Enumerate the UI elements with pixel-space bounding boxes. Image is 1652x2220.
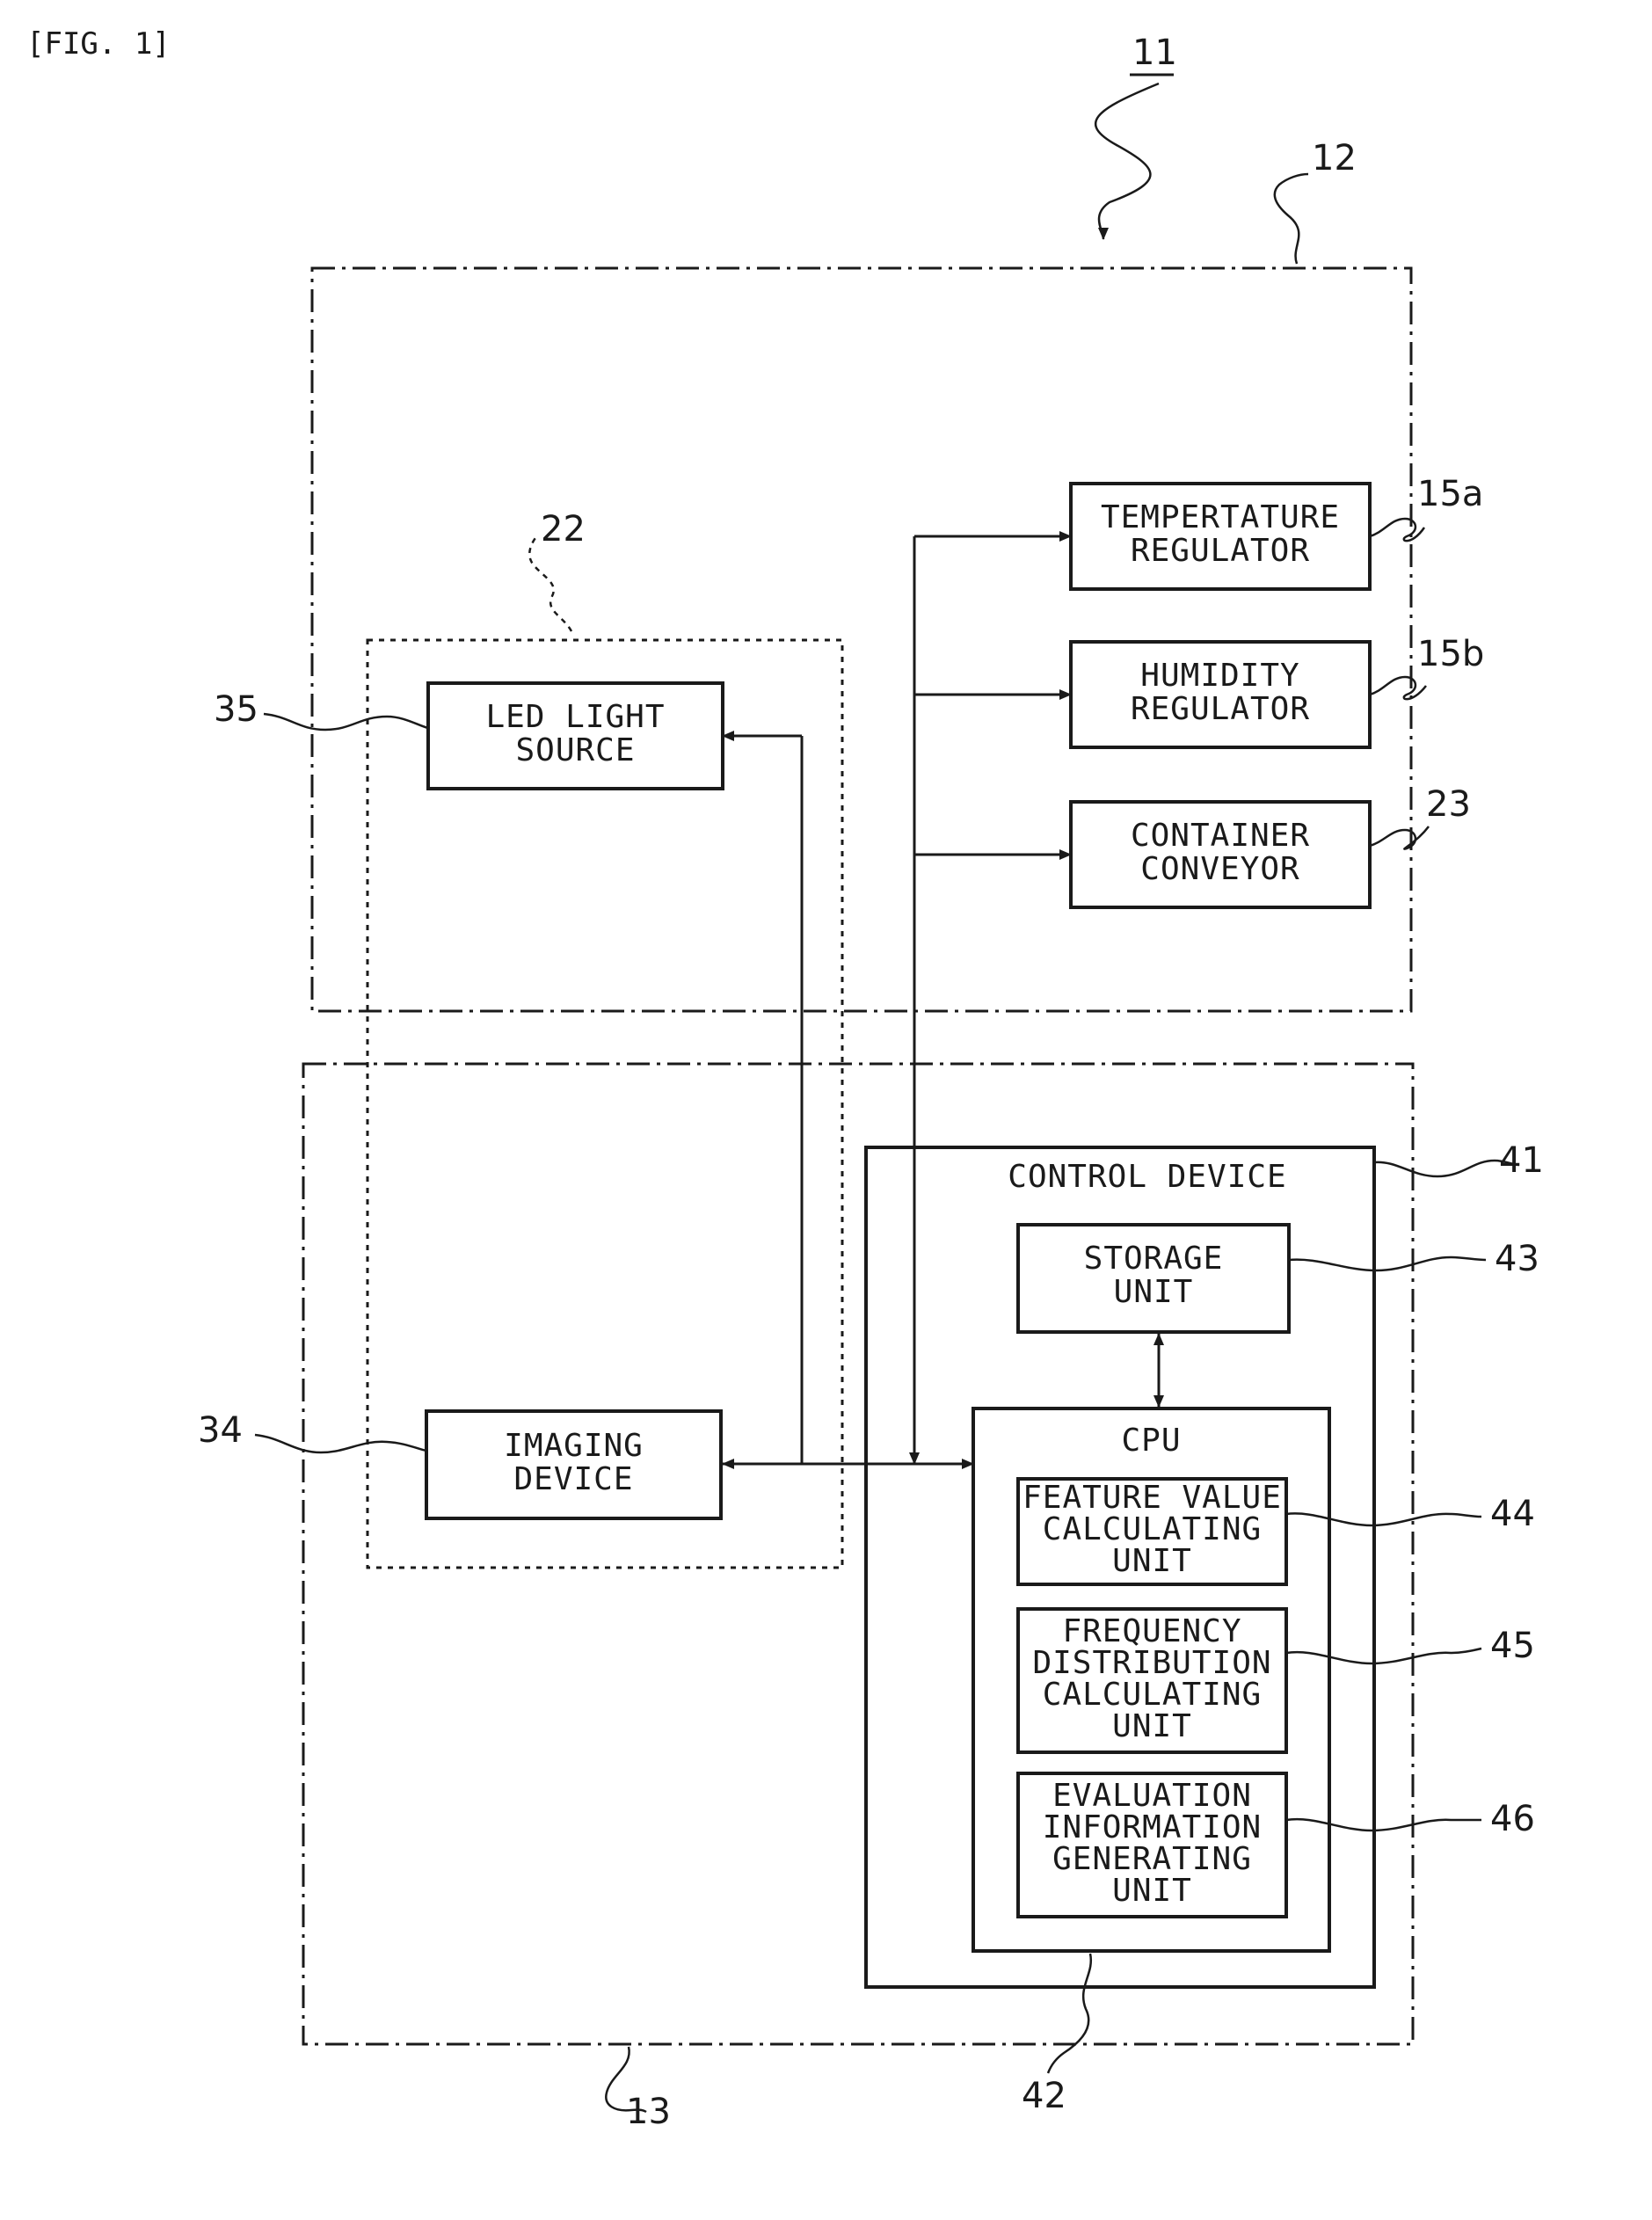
imaging-device-line1: IMAGING <box>426 1430 721 1463</box>
evaluation-information-unit-label: EVALUATION INFORMATION GENERATING UNIT <box>1018 1780 1286 1907</box>
ref-13: 13 <box>626 2093 671 2131</box>
imaging-device-label: IMAGING DEVICE <box>426 1430 721 1496</box>
control-device-title: CONTROL DEVICE <box>967 1161 1328 1194</box>
ref-12: 12 <box>1312 139 1357 178</box>
evaluation-information-unit-line2: INFORMATION <box>1018 1812 1286 1844</box>
humidity-regulator-line1: HUMIDITY <box>1071 659 1370 693</box>
housing-12-frame <box>312 268 1411 1011</box>
leader-15a <box>1370 519 1424 541</box>
ref-42: 42 <box>1022 2077 1066 2115</box>
frequency-distribution-unit-line2: DISTRIBUTION <box>1018 1648 1286 1679</box>
temperature-regulator-label: TEMPERTATURE REGULATOR <box>1071 501 1370 568</box>
feature-value-unit-line2: CALCULATING <box>1018 1514 1286 1546</box>
leader-44 <box>1286 1513 1481 1525</box>
frequency-distribution-unit-line3: CALCULATING <box>1018 1679 1286 1711</box>
leader-12 <box>1275 174 1308 264</box>
led-light-source-line1: LED LIGHT <box>428 701 723 734</box>
ref-22: 22 <box>541 510 586 549</box>
ref-35: 35 <box>214 690 258 729</box>
figure-label: [FIG. 1] <box>26 26 171 62</box>
storage-unit-line1: STORAGE <box>1018 1242 1289 1276</box>
frequency-distribution-unit-line1: FREQUENCY <box>1018 1616 1286 1648</box>
frequency-distribution-unit-line4: UNIT <box>1018 1711 1286 1743</box>
temperature-regulator-line1: TEMPERTATURE <box>1071 501 1370 535</box>
ref-44: 44 <box>1490 1495 1535 1533</box>
ref-45: 45 <box>1490 1627 1535 1665</box>
leader-41 <box>1374 1161 1519 1176</box>
ref-34: 34 <box>198 1411 243 1450</box>
leader-45 <box>1286 1649 1481 1663</box>
humidity-regulator-label: HUMIDITY REGULATOR <box>1071 659 1370 726</box>
ref-43: 43 <box>1495 1240 1539 1278</box>
leader-43 <box>1289 1257 1486 1270</box>
feature-value-unit-label: FEATURE VALUE CALCULATING UNIT <box>1018 1482 1286 1577</box>
container-conveyor-line1: CONTAINER <box>1071 819 1370 853</box>
ref-15b: 15b <box>1417 635 1484 673</box>
ref-23: 23 <box>1426 785 1471 824</box>
leader-23 <box>1370 826 1429 849</box>
feature-value-unit-line3: UNIT <box>1018 1546 1286 1577</box>
cpu-title: CPU <box>973 1424 1329 1458</box>
ref-41: 41 <box>1499 1141 1544 1180</box>
evaluation-information-unit-line4: UNIT <box>1018 1875 1286 1907</box>
led-light-source-line2: SOURCE <box>428 734 723 768</box>
evaluation-information-unit-line3: GENERATING <box>1018 1844 1286 1875</box>
leader-35 <box>264 714 428 730</box>
ref-46: 46 <box>1490 1800 1535 1838</box>
ref-11: 11 <box>1132 33 1177 72</box>
container-conveyor-line2: CONVEYOR <box>1071 853 1370 886</box>
leader-11 <box>1095 84 1159 239</box>
storage-unit-line2: UNIT <box>1018 1276 1289 1309</box>
storage-unit-label: STORAGE UNIT <box>1018 1242 1289 1309</box>
frequency-distribution-unit-label: FREQUENCY DISTRIBUTION CALCULATING UNIT <box>1018 1616 1286 1743</box>
ref-15a: 15a <box>1417 475 1483 513</box>
leader-34 <box>255 1435 426 1452</box>
feature-value-unit-line1: FEATURE VALUE <box>1018 1482 1286 1514</box>
led-light-source-label: LED LIGHT SOURCE <box>428 701 723 768</box>
leader-15b <box>1370 677 1426 699</box>
temperature-regulator-line2: REGULATOR <box>1071 535 1370 568</box>
container-conveyor-label: CONTAINER CONVEYOR <box>1071 819 1370 886</box>
imaging-device-line2: DEVICE <box>426 1463 721 1496</box>
leader-42 <box>1048 1954 1091 2073</box>
leader-46 <box>1286 1819 1481 1831</box>
humidity-regulator-line2: REGULATOR <box>1071 693 1370 726</box>
evaluation-information-unit-line1: EVALUATION <box>1018 1780 1286 1812</box>
